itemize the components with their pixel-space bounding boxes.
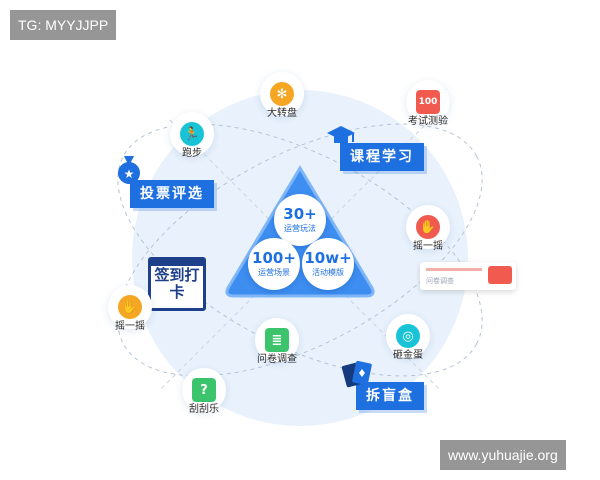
stat-value: 10w+ — [304, 249, 352, 267]
node-big-wheel: ✻ — [260, 72, 304, 116]
node-run: 🏃 — [170, 112, 214, 156]
checkin-card: 签到打卡 — [148, 257, 206, 311]
cards-icon — [340, 358, 374, 388]
stat-bubble-right: 10w+ 活动模版 — [302, 238, 354, 290]
stat-bubble-left: 100+ 运营场景 — [248, 238, 300, 290]
runner-icon: 🏃 — [180, 122, 204, 146]
node-shake-left: ✋ — [108, 285, 152, 329]
checkin-label: 签到打卡 — [154, 266, 200, 301]
node-golden-egg: ◎ — [386, 314, 430, 358]
survey-form-card: 问卷调查 — [420, 262, 516, 290]
form-submit-button — [488, 266, 512, 284]
tag-course-learning: 课程学习 — [340, 143, 424, 171]
egg-icon: ◎ — [396, 324, 420, 348]
form-placeholder: 问卷调查 — [426, 277, 454, 285]
node-label: 大转盘 — [267, 108, 297, 119]
node-shake-right: ✋ — [406, 205, 450, 249]
node-exam: 100 — [406, 80, 450, 124]
svg-text:★: ★ — [124, 167, 135, 181]
node-survey: ≣ — [255, 318, 299, 362]
stat-bubble-top: 30+ 运营玩法 — [274, 194, 326, 246]
stat-caption: 活动模版 — [312, 268, 344, 277]
node-label: 刮刮乐 — [189, 404, 219, 415]
node-label: 摇一摇 — [115, 321, 145, 332]
bottom-watermark: www.yuhuajie.org — [440, 440, 566, 470]
node-label: 考试测验 — [408, 116, 448, 127]
wheel-icon: ✻ — [270, 82, 294, 106]
node-label: 砸金蛋 — [393, 350, 423, 361]
stat-caption: 运营场景 — [258, 268, 290, 277]
top-watermark: TG: MYYJJPP — [10, 10, 117, 40]
survey-icon: ≣ — [265, 328, 289, 352]
tag-vote: 投票评选 — [130, 180, 214, 208]
stat-value: 100+ — [252, 249, 296, 267]
medal-icon: ★ — [116, 156, 144, 186]
scratch-icon: ? — [192, 378, 216, 402]
exam-icon: 100 — [416, 90, 440, 114]
stat-caption: 运营玩法 — [284, 224, 316, 233]
stat-value: 30+ — [283, 205, 317, 223]
shake-icon: ✋ — [118, 295, 142, 319]
node-scratch-card: ? — [182, 368, 226, 412]
shake-icon: ✋ — [416, 215, 440, 239]
node-label: 跑步 — [182, 148, 202, 159]
graduation-cap-icon — [326, 124, 356, 148]
node-label: 问卷调查 — [257, 354, 297, 365]
tag-blind-box: 拆盲盒 — [356, 382, 424, 410]
node-label: 摇一摇 — [413, 241, 443, 252]
